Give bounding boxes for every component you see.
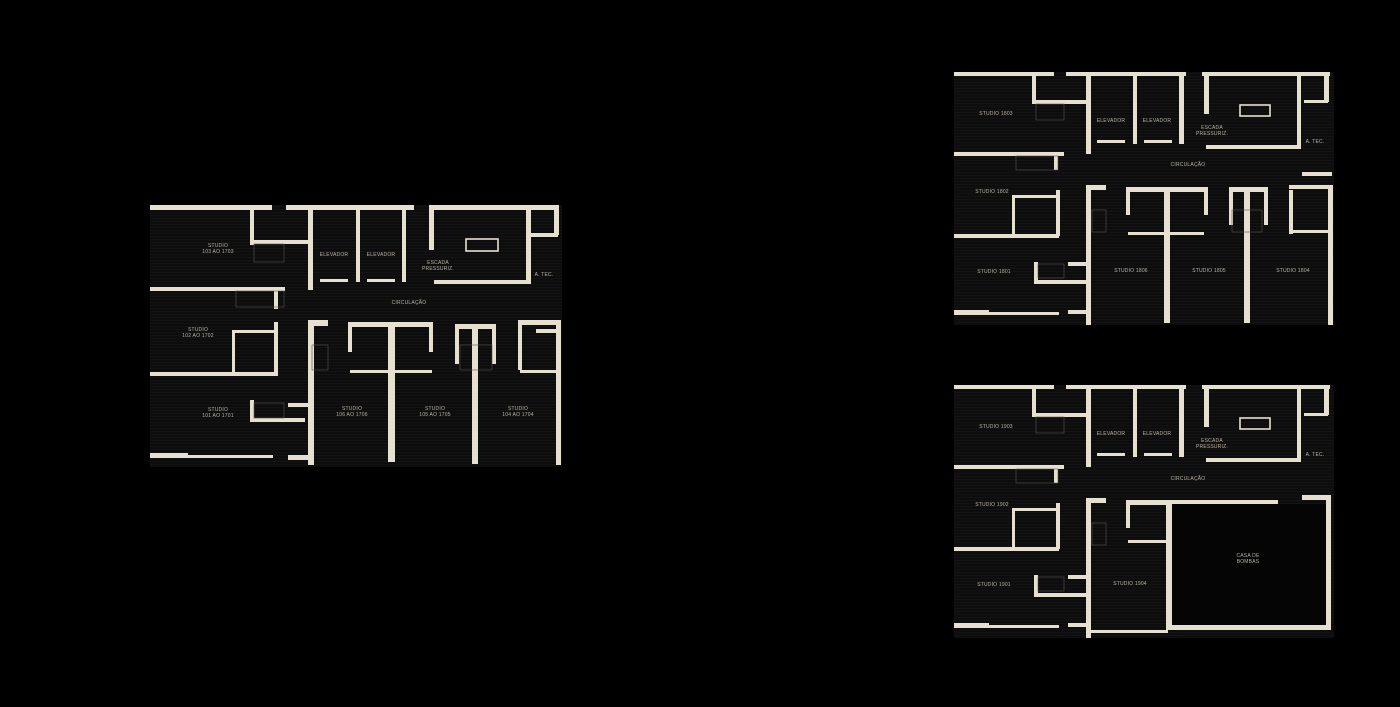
- label-1804: STUDIO 1804: [1276, 268, 1310, 274]
- label-1902: STUDIO 1902: [975, 502, 1009, 508]
- label-elev1: ELEVADOR: [320, 252, 349, 258]
- label-tec: A. TEC.: [535, 272, 554, 278]
- label-elev1-19: ELEVADOR: [1097, 431, 1126, 437]
- label-1903: STUDIO 1903: [979, 424, 1013, 430]
- label-1803: STUDIO 1803: [979, 111, 1013, 117]
- label-elev1-18: ELEVADOR: [1097, 118, 1126, 124]
- label-1806: STUDIO 1806: [1114, 268, 1148, 274]
- label-1802: STUDIO 1802: [975, 189, 1009, 195]
- label-circ-19: CIRCULAÇÃO: [1171, 475, 1206, 482]
- label-elev2-19: ELEVADOR: [1143, 431, 1172, 437]
- label-elev2: ELEVADOR: [367, 252, 396, 258]
- floor-19-plan: STUDIO 1903 STUDIO 1902 STUDIO 1901 ELEV…: [954, 385, 1334, 638]
- label-tec-18: A. TEC.: [1306, 139, 1325, 145]
- label-elev2-18: ELEVADOR: [1143, 118, 1172, 124]
- label-1901: STUDIO 1901: [977, 582, 1011, 588]
- label-1904: STUDIO 1904: [1113, 581, 1147, 587]
- label-tec-19: A. TEC.: [1306, 452, 1325, 458]
- floor-18-plan: STUDIO 1803 STUDIO 1802 STUDIO 1801 ELEV…: [954, 72, 1334, 325]
- label-circ: CIRCULAÇÃO: [392, 299, 427, 306]
- label-1805: STUDIO 1805: [1192, 268, 1226, 274]
- label-circ-18: CIRCULAÇÃO: [1171, 161, 1206, 168]
- label-1801: STUDIO 1801: [977, 269, 1011, 275]
